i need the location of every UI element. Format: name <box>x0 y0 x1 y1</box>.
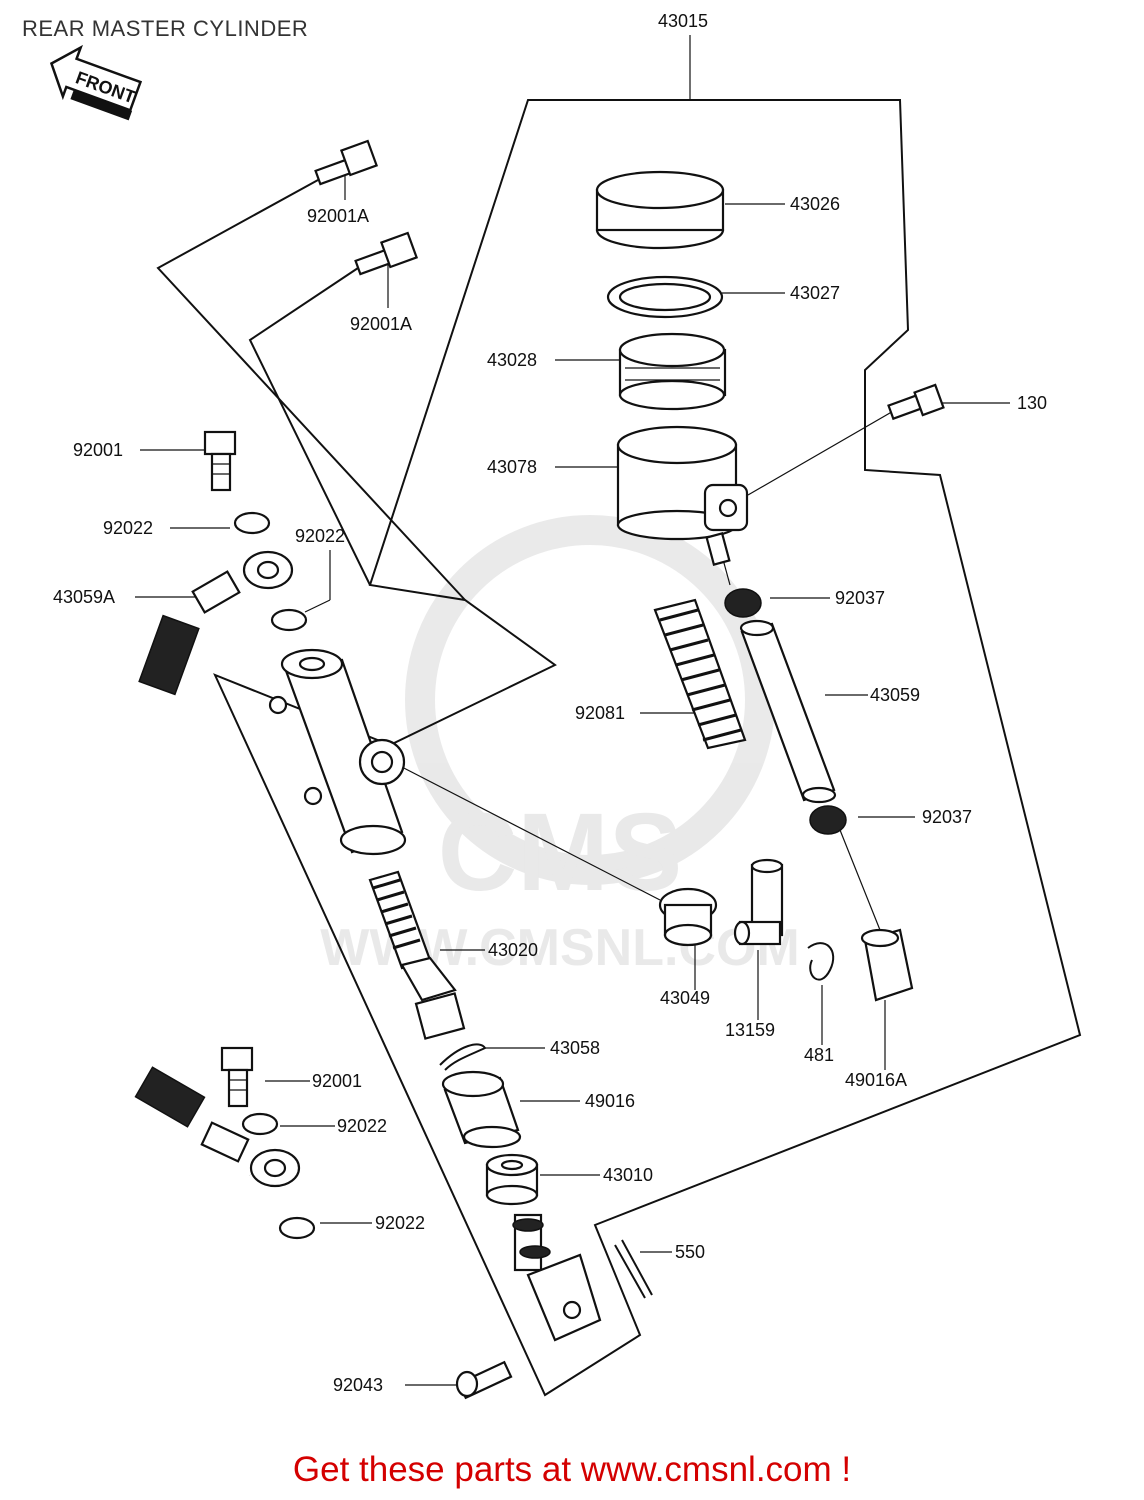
part-label: 49016A <box>845 1070 907 1090</box>
part-label: 92022 <box>103 518 153 538</box>
part-label: 43028 <box>487 350 537 370</box>
circlip-481 <box>807 942 835 981</box>
reservoir-43078 <box>616 425 749 566</box>
cotter-pin-550 <box>614 1239 653 1299</box>
part-label: 92037 <box>835 588 885 608</box>
part-label: 43027 <box>790 283 840 303</box>
reservoir-hose-43059 <box>739 619 837 804</box>
reservoir-cap-43026 <box>595 170 725 250</box>
part-label: 43026 <box>790 194 840 214</box>
part-label: 92001 <box>73 440 123 460</box>
hose-clamp-92037-upper <box>724 588 762 618</box>
reservoir-joint-49016a <box>860 928 914 1002</box>
part-label: 92001A <box>307 206 369 226</box>
front-arrow-icon: FRONT <box>49 44 143 121</box>
hose-clamp-92037-lower <box>809 805 847 835</box>
part-label: 92001 <box>312 1071 362 1091</box>
part-label: 92081 <box>575 703 625 723</box>
part-label: 43059A <box>53 587 115 607</box>
spring-92081 <box>653 598 747 750</box>
diaphragm-43028 <box>618 332 727 411</box>
banjo-bolt-92001-upper <box>203 430 237 492</box>
part-label: 43058 <box>550 1038 600 1058</box>
assembly-outline-43015 <box>213 99 1082 1397</box>
part-label: 92043 <box>333 1375 383 1395</box>
part-label: 43015 <box>658 11 708 31</box>
joint-13159 <box>733 858 784 946</box>
part-label: 43049 <box>660 988 710 1008</box>
diaphragm-plate-43027 <box>606 275 724 319</box>
clevis-pin-92043 <box>455 1360 513 1400</box>
cms-watermark: CMS WWW.CMSNL.COM <box>320 515 800 977</box>
banjo-bolt-92001-lower <box>220 1046 254 1108</box>
piston-assembly-43020 <box>368 870 466 1040</box>
bolt-130 <box>887 383 945 421</box>
diagram-title: REAR MASTER CYLINDER <box>22 16 309 41</box>
part-label: 92022 <box>295 526 345 546</box>
part-label: 92022 <box>337 1116 387 1136</box>
part-label: 550 <box>675 1242 705 1262</box>
washer-92022-c <box>241 1112 279 1136</box>
washer-92022-a <box>233 511 271 535</box>
part-label: 92037 <box>922 807 972 827</box>
washer-92022-d <box>278 1216 316 1240</box>
circlip-43058 <box>439 1043 487 1071</box>
leader-lines <box>135 35 1010 1386</box>
part-label: 49016 <box>585 1091 635 1111</box>
bolt-group-outline-2 <box>248 267 371 586</box>
guide-43010 <box>485 1153 539 1206</box>
part-label: 481 <box>804 1045 834 1065</box>
bolt-92001a-lower <box>354 231 419 276</box>
cta-link[interactable]: Get these parts at www.cmsnl.com ! <box>292 1450 852 1489</box>
part-label: 92022 <box>375 1213 425 1233</box>
bolt-92001a-upper <box>314 139 379 186</box>
hose-fitting-43049 <box>658 887 718 947</box>
master-cylinder-body <box>268 648 407 856</box>
part-labels: 43015 43026 43027 43028 130 43078 92001A… <box>53 11 1047 1395</box>
brake-hose-43059a <box>107 550 301 1188</box>
part-label: 43020 <box>488 940 538 960</box>
washer-92022-b <box>270 608 308 632</box>
push-rod-clevis <box>512 1213 602 1342</box>
dust-boot-49016 <box>441 1070 522 1149</box>
part-label: 43078 <box>487 457 537 477</box>
part-label: 43010 <box>603 1165 653 1185</box>
watermark-brand: CMS <box>438 791 682 914</box>
part-label: 130 <box>1017 393 1047 413</box>
part-label: 43059 <box>870 685 920 705</box>
part-label: 92001A <box>350 314 412 334</box>
bolt-group-outline <box>156 179 466 601</box>
part-label: 13159 <box>725 1020 775 1040</box>
